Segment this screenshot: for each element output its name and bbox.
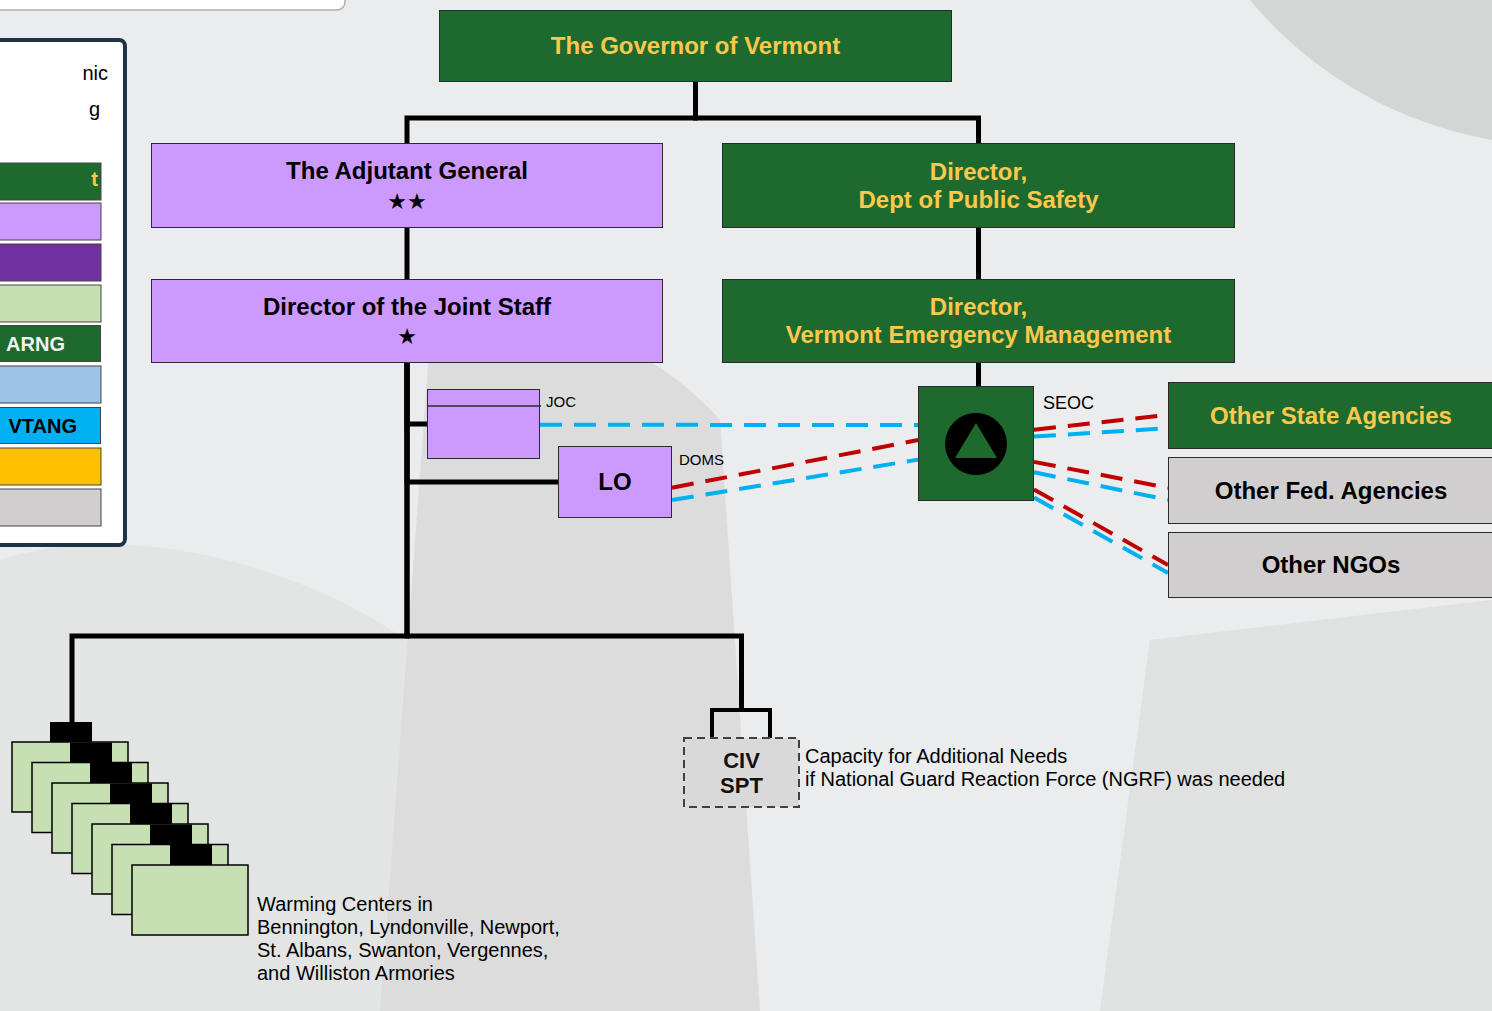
- center-label: JOC: [546, 393, 576, 410]
- coordination-line: [1034, 415, 1168, 430]
- armory-tab: [90, 763, 132, 784]
- text-line: Warming Centers in: [257, 893, 433, 915]
- text-line: Dept of Public Safety: [858, 186, 1098, 213]
- site-note: Warming Centers in Bennington, Lyndonvil…: [257, 893, 560, 985]
- center-label: DOMS: [679, 451, 724, 468]
- rank-stars: ★★: [387, 189, 426, 214]
- legend-row: [0, 489, 101, 526]
- text-line: Director,: [930, 293, 1027, 320]
- legend-row: [0, 203, 101, 240]
- node-text: Director of the Joint Staff: [263, 293, 551, 321]
- text-line: Capacity for Additional Needs: [805, 745, 1067, 767]
- armory-tab: [130, 804, 172, 825]
- text-line: St. Albans, Swanton, Vergennes,: [257, 939, 548, 961]
- reserve-box: CIV SPTCapacity for Additional Needs if …: [683, 708, 800, 808]
- legend-row: [0, 366, 101, 403]
- command-box: Director, Dept of Public Safety: [722, 143, 1235, 228]
- command-line: [976, 363, 981, 386]
- node-text: Other Fed. Agencies: [1215, 477, 1448, 505]
- stack-symbol: [12, 722, 247, 935]
- command-line: [72, 363, 407, 722]
- legend-title: nic: [82, 62, 108, 85]
- text-line: SPT: [720, 773, 763, 798]
- command-line: [407, 363, 427, 424]
- joc-symbol: [428, 390, 541, 460]
- node-text: Other NGOs: [1262, 551, 1401, 579]
- text-line: Bennington, Lyndonville, Newport,: [257, 916, 560, 938]
- command-line: [976, 228, 981, 279]
- operations-center: SEOC: [918, 386, 1034, 501]
- text-line: and Williston Armories: [257, 962, 455, 984]
- folder-tab-line: [428, 405, 541, 407]
- agency-box: Other State Agencies: [1168, 382, 1492, 449]
- emergency-symbol-circle: [945, 413, 1007, 475]
- legend-text: VTANG: [8, 415, 77, 438]
- legend-header: [0, 163, 101, 200]
- coordination-line: [1034, 428, 1168, 436]
- legend-header: t: [91, 168, 98, 191]
- agency-box: Other Fed. Agencies: [1168, 457, 1492, 524]
- reserve-tab: [712, 710, 770, 738]
- legend-row: [0, 285, 101, 322]
- node-text: CIV SPT: [720, 748, 763, 799]
- text-line: if National Guard Reaction Force (NGRF) …: [805, 768, 1285, 790]
- warming-center-stack: Warming Centers in Bennington, Lyndonvil…: [12, 722, 247, 935]
- photo-shape: [1250, 0, 1492, 140]
- node-text: Director, Vermont Emergency Management: [786, 293, 1171, 348]
- text-line: Vermont Emergency Management: [786, 321, 1171, 348]
- legend-panel: [0, 40, 125, 545]
- armory-box: [132, 865, 248, 935]
- text-line: Director,: [930, 158, 1027, 185]
- legend-swatch: VTANG: [0, 407, 101, 444]
- photo-shape: [380, 323, 760, 1011]
- agency-box: Other NGOs: [1168, 532, 1492, 598]
- coordination-line: [1034, 490, 1168, 566]
- node-text: The Governor of Vermont: [551, 32, 840, 60]
- coordination-line: [1034, 472, 1168, 500]
- legend-swatch: ARNG: [0, 325, 101, 362]
- reserve-outline: [684, 738, 799, 807]
- rank-stars: ★: [397, 324, 417, 349]
- node-text: The Adjutant General: [286, 157, 528, 185]
- seoc-symbol: [919, 387, 1035, 502]
- text-line: CIV: [723, 748, 760, 773]
- coordination-line: [540, 423, 918, 427]
- center-label: SEOC: [1043, 393, 1094, 414]
- armory-tab: [70, 743, 112, 764]
- command-line: [407, 363, 742, 708]
- node-text: Other State Agencies: [1210, 402, 1452, 430]
- command-line: [405, 228, 410, 279]
- node-text: LO: [598, 468, 631, 496]
- command-box: Director of the Joint Staff ★: [151, 279, 663, 363]
- command-box: The Adjutant General ★★: [151, 143, 663, 228]
- photo-shape: [1100, 600, 1492, 1011]
- armory-tab: [50, 722, 92, 743]
- legend-row: [0, 448, 101, 485]
- legend-title: g: [89, 98, 100, 121]
- coordination-line: [1034, 498, 1168, 573]
- command-line: [407, 363, 558, 482]
- node-text: Director, Dept of Public Safety: [858, 158, 1098, 213]
- capacity-note: Capacity for Additional Needs if Nationa…: [805, 745, 1285, 791]
- legend-text: ARNG: [6, 333, 65, 356]
- command-line: [407, 82, 696, 143]
- legend-row: [0, 244, 101, 281]
- command-line: [696, 82, 979, 143]
- liaison-box: LODOMS: [558, 446, 672, 518]
- operations-center: JOC: [427, 389, 540, 459]
- armory-tab: [170, 845, 212, 866]
- command-box: Director, Vermont Emergency Management: [722, 279, 1235, 363]
- emergency-symbol-triangle: [955, 423, 997, 458]
- command-box: The Governor of Vermont: [439, 10, 952, 82]
- armory-tab: [110, 784, 152, 805]
- armory-tab: [150, 825, 192, 846]
- cut-panel: [0, 0, 345, 10]
